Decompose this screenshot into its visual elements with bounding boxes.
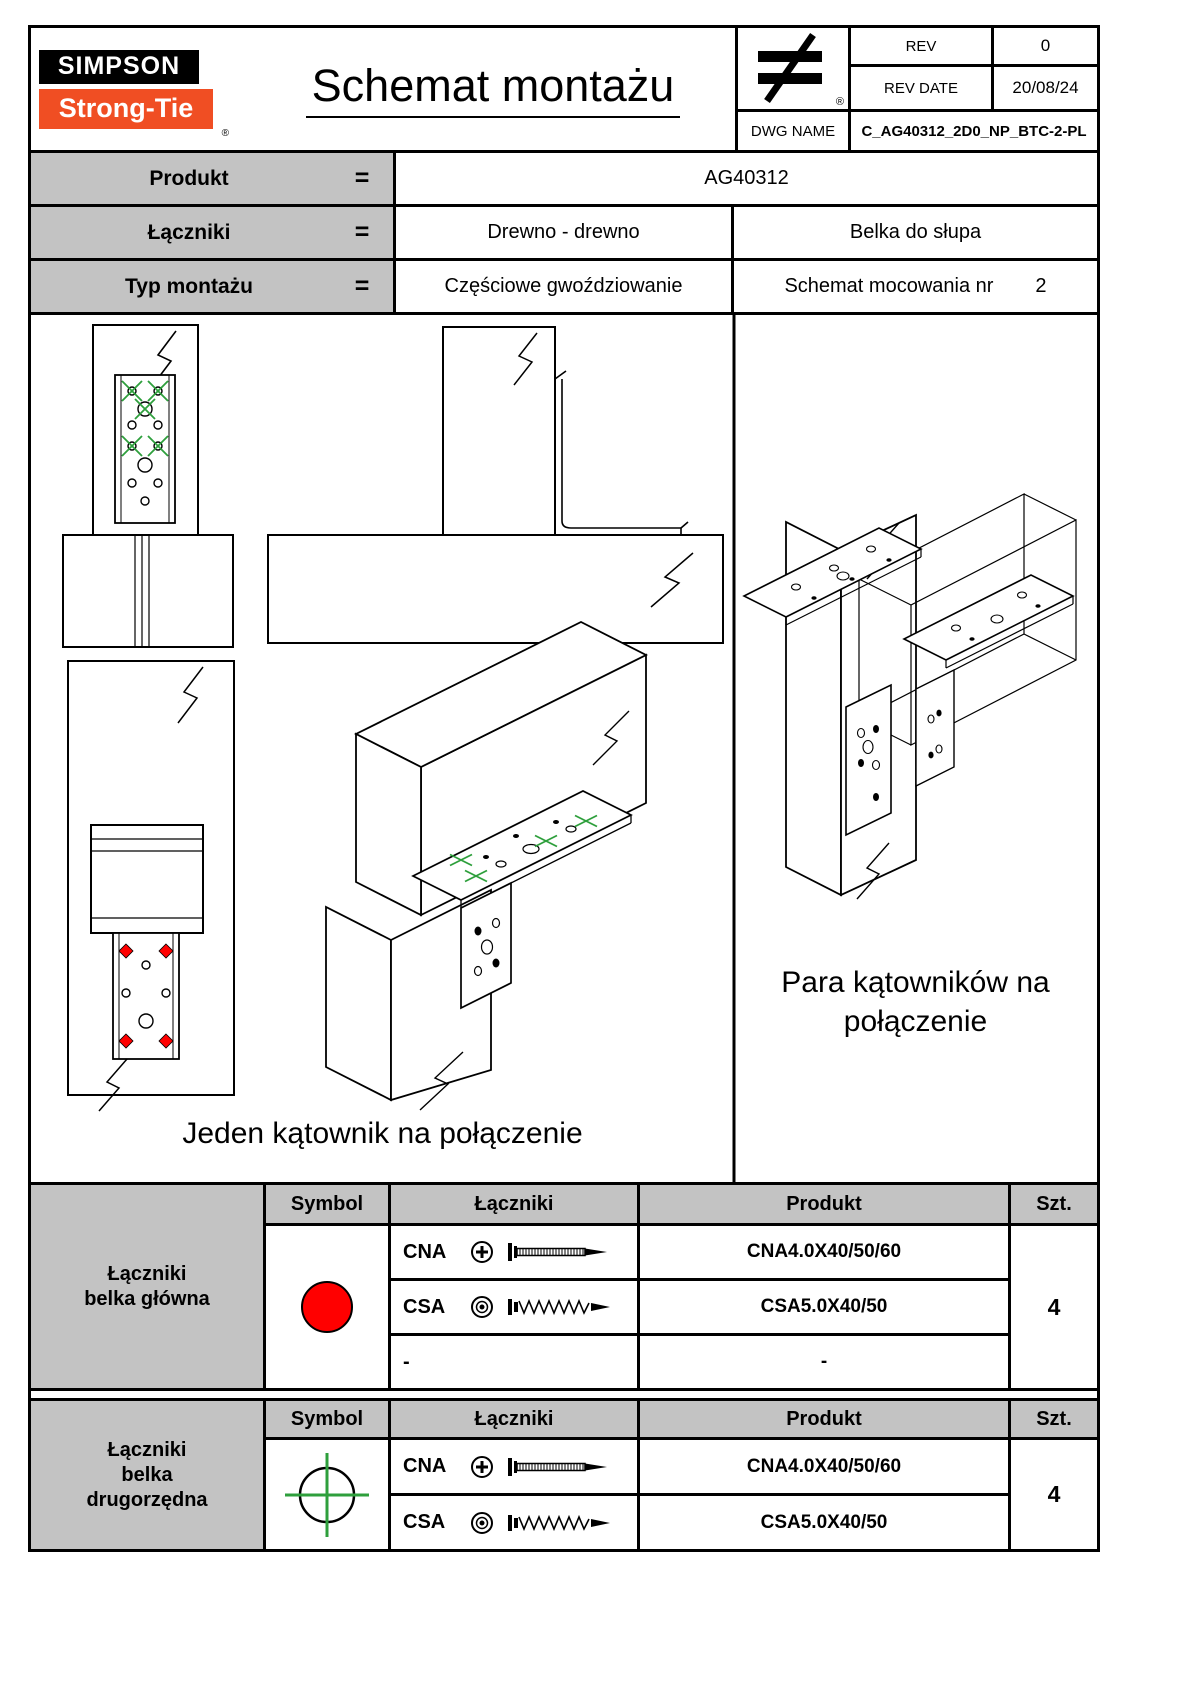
rev-label: REV [851, 28, 991, 64]
column-header-product: Produkt [640, 1185, 1008, 1223]
product-cell: CNA4.0X40/50/60 [640, 1440, 1008, 1493]
fastener-cell-cna: CNA [391, 1226, 637, 1278]
simpson-logo-box: SIMPSON [39, 49, 199, 84]
strongtie-logo-box: Strong-Tie [39, 88, 213, 129]
column-header-qty: Szt. [1011, 1401, 1097, 1437]
table-row-label: Łączniki belka główna [31, 1185, 263, 1388]
info-value-scheme-number: Schemat mocowania nr 2 [734, 261, 1097, 312]
dwg-name-value: C_AG40312_2D0_NP_BTC-2-PL [851, 112, 1097, 150]
info-label-text: Łączniki [147, 220, 231, 244]
product-cell: CSA5.0X40/50 [640, 1496, 1008, 1549]
green-nail-markers-iso [449, 814, 598, 883]
info-label-laczniki: Łączniki = [31, 207, 393, 258]
info-value-product: AG40312 [396, 153, 1097, 204]
logo-title-area: SIMPSON Strong-Tie ® Schemat montażu [31, 28, 735, 150]
fastener-code: CSA [403, 1511, 446, 1533]
drawing-area: Jeden kątownik na połączenie Para kątown… [31, 315, 1097, 1185]
not-equal-icon [758, 32, 822, 103]
column-header-symbol: Symbol [266, 1401, 388, 1437]
rev-value: 0 [994, 28, 1097, 64]
info-value-mount-type: Częściowe gwoździowanie [396, 261, 731, 312]
page-title: Schemat montażu [305, 60, 681, 118]
product-cell: CNA4.0X40/50/60 [640, 1226, 1008, 1278]
column-header-product: Produkt [640, 1401, 1008, 1437]
scheme-number: 2 [1035, 275, 1047, 297]
red-nail-markers [118, 943, 174, 1049]
registered-mark: ® [835, 96, 844, 108]
quantity-cell: 4 [1011, 1440, 1097, 1549]
fastener-code: CNA [403, 1240, 447, 1263]
technical-drawings [62, 315, 1077, 1182]
symbol-cell-main [266, 1226, 388, 1388]
product-cell: CSA5.0X40/50 [640, 1281, 1008, 1333]
column-header-symbol: Symbol [266, 1185, 388, 1223]
view-iso-single-bracket [325, 620, 649, 1111]
info-label-text: Typ montażu [125, 274, 253, 298]
simpson-logo-text: SIMPSON [57, 52, 181, 80]
fastener-cell-csa: CSA [391, 1496, 637, 1549]
equals-sign: = [354, 218, 370, 246]
fastener-cell-csa: CSA [391, 1281, 637, 1333]
column-header-qty: Szt. [1011, 1185, 1097, 1223]
strongtie-logo-text: Strong-Tie [58, 93, 194, 123]
view-side-2d [267, 326, 724, 644]
table-row-label: Łączniki belka drugorzędna [31, 1401, 263, 1549]
fastener-cell-cna: CNA [391, 1440, 637, 1493]
product-info-table: Produkt = AG40312 Łączniki = Drewno - dr… [31, 153, 1097, 315]
rev-date-value: 20/08/24 [994, 67, 1097, 109]
view-iso-pair-bracket [742, 493, 1077, 900]
info-value-connection-type: Belka do słupa [734, 207, 1097, 258]
nail-icon [508, 1457, 607, 1476]
simpson-strongtie-logo: SIMPSON Strong-Tie ® [39, 49, 251, 139]
caption-pair-bracket: Para kątowników na połączenie [781, 966, 1050, 1038]
sheet-frame: SIMPSON Strong-Tie ® Schemat montażu [28, 25, 1100, 1552]
title-block: SIMPSON Strong-Tie ® Schemat montażu [31, 28, 1097, 153]
fastener-table-main-beam: Łączniki belka główna Symbol Łączniki Pr… [31, 1185, 1097, 1391]
product-code: AG40312 [704, 167, 789, 189]
fastener-code: - [403, 1350, 410, 1373]
info-label-produkt: Produkt = [31, 153, 393, 204]
not-equal-box: ® [738, 28, 848, 109]
cna-head-icon [471, 1455, 493, 1478]
column-header-fasteners: Łączniki [391, 1401, 637, 1437]
nail-icon [508, 1243, 607, 1261]
screw-icon [508, 1298, 610, 1316]
cna-head-icon [471, 1241, 493, 1263]
column-header-fasteners: Łączniki [391, 1185, 637, 1223]
csa-head-icon [471, 1511, 493, 1534]
registered-mark: ® [221, 127, 229, 139]
screw-icon [508, 1514, 610, 1531]
equals-sign: = [354, 272, 370, 300]
fastener-cell-dash: - [391, 1336, 637, 1388]
fastener-code: CNA [403, 1455, 447, 1477]
material-pair: Drewno - drewno [487, 221, 640, 243]
red-circle-symbol-icon [301, 1281, 353, 1333]
green-nail-markers [121, 380, 169, 457]
dwg-name-label: DWG NAME [738, 112, 848, 150]
info-label-typ-montazu: Typ montażu = [31, 261, 393, 312]
title-area: Schemat montażu [251, 60, 735, 118]
product-cell: - [640, 1336, 1008, 1388]
table-gap [31, 1391, 1097, 1398]
view-post-2d [67, 660, 235, 1112]
symbol-cell-secondary [266, 1440, 388, 1549]
fastener-code: CSA [403, 1295, 446, 1318]
connection-type: Belka do słupa [849, 221, 982, 243]
scheme-label: Schemat mocowania nr [784, 275, 994, 297]
green-crosshair-symbol-icon [285, 1452, 369, 1537]
equals-sign: = [354, 164, 370, 192]
caption-single-bracket: Jeden kątownik na połączenie [182, 1117, 583, 1150]
view-front-2d [62, 324, 234, 648]
info-label-text: Produkt [149, 166, 229, 190]
quantity-cell: 4 [1011, 1226, 1097, 1388]
rev-date-label: REV DATE [851, 67, 991, 109]
info-value-material: Drewno - drewno [396, 207, 731, 258]
mount-type: Częściowe gwoździowanie [444, 275, 683, 297]
fastener-table-secondary-beam: Łączniki belka drugorzędna Symbol Łączni… [31, 1398, 1097, 1549]
csa-head-icon [471, 1296, 493, 1318]
